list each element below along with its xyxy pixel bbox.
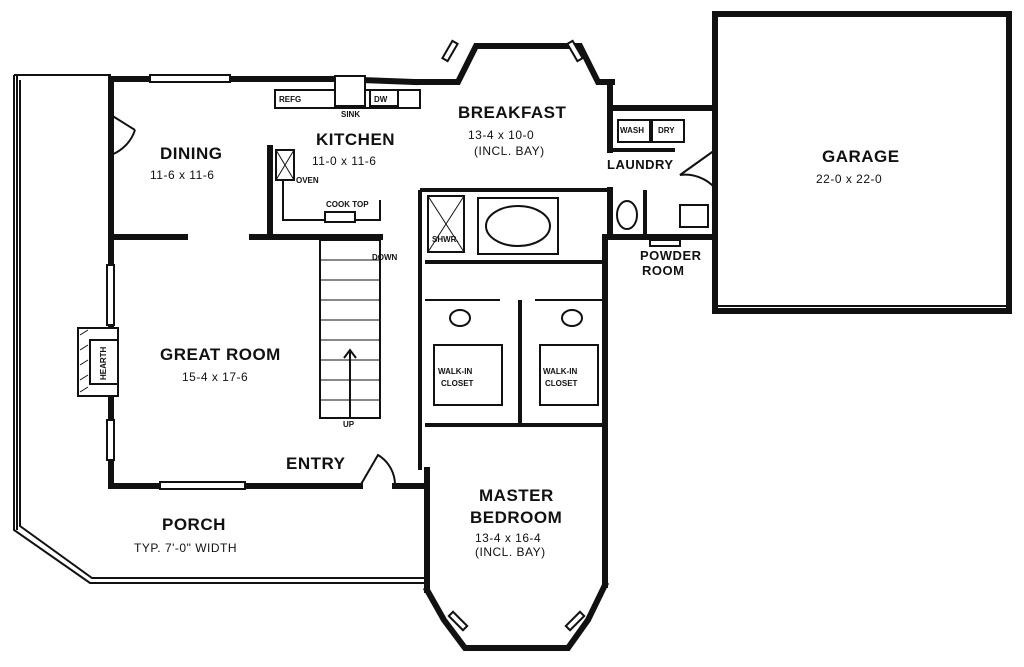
great-room-dims: 15-4 x 17-6: [182, 370, 249, 384]
dishwasher-label: DW: [374, 95, 388, 104]
kitchen-counters: [274, 75, 421, 223]
master-bedroom-dims: 13-4 x 16-4: [475, 531, 542, 545]
windows: [106, 39, 681, 632]
stair-up-label: UP: [343, 420, 355, 429]
walk-in-closet-right-line2: CLOSET: [545, 379, 578, 388]
entry-name: ENTRY: [286, 454, 346, 473]
dining-dims: 11-6 x 11-6: [150, 168, 215, 182]
refrigerator-label: REFG: [279, 95, 302, 104]
porch-name: PORCH: [162, 515, 226, 534]
hearth-label: HEARTH: [99, 346, 108, 380]
laundry-appliances: [617, 119, 685, 143]
powder-room-line1: POWDER: [640, 248, 702, 263]
powder-room-line2: ROOM: [642, 263, 685, 278]
shower-label: SHWR.: [432, 235, 459, 244]
fireplace: [77, 327, 119, 397]
sink-label: SINK: [341, 110, 361, 119]
porch-outline: [13, 74, 427, 584]
breakfast-name: BREAKFAST: [458, 103, 567, 122]
exterior-walls: [108, 43, 718, 651]
breakfast-dims: 13-4 x 10-0: [468, 128, 535, 142]
garage-dims: 22-0 x 22-0: [816, 172, 883, 186]
master-bedroom-name-line2: BEDROOM: [470, 508, 563, 527]
walk-in-closet-right-line1: WALK-IN: [543, 367, 578, 376]
porch-dims: TYP. 7'-0" WIDTH: [134, 541, 238, 555]
garage-walls: [712, 11, 1012, 314]
breakfast-note: (INCL. BAY): [474, 144, 545, 158]
stairs: [319, 239, 381, 419]
oven-label: OVEN: [296, 176, 319, 185]
dining-name: DINING: [160, 144, 223, 163]
master-bedroom-note: (INCL. BAY): [475, 545, 546, 559]
washer-label: WASH: [620, 126, 644, 135]
master-bedroom-name-line1: MASTER: [479, 486, 554, 505]
cook-top-label: COOK TOP: [326, 200, 369, 209]
kitchen-name: KITCHEN: [316, 130, 396, 149]
dryer-label: DRY: [658, 126, 675, 135]
doors: [110, 114, 716, 487]
laundry-name: LAUNDRY: [607, 157, 674, 172]
great-room-name: GREAT ROOM: [160, 345, 281, 364]
kitchen-dims: 11-0 x 11-6: [312, 154, 377, 168]
walk-in-closet-left-line1: WALK-IN: [438, 367, 473, 376]
walk-in-closet-left-line2: CLOSET: [441, 379, 474, 388]
garage-name: GARAGE: [822, 147, 900, 166]
stair-down-label: DOWN: [372, 253, 398, 262]
closets: [433, 344, 599, 406]
bath-fixtures: [427, 195, 709, 327]
interior-walls: [108, 145, 675, 470]
